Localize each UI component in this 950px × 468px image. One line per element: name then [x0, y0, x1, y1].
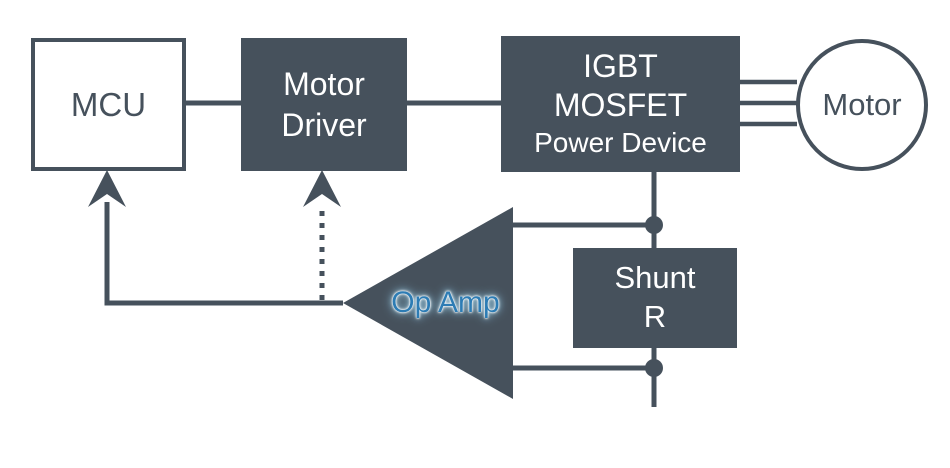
arrowhead-into-driver: [303, 170, 341, 207]
op-amp-label: Op Amp: [391, 286, 500, 319]
arrowhead-into-mcu: [88, 170, 126, 207]
power-device-label-line1: IGBT: [583, 47, 658, 84]
op-amp-triangle: [343, 207, 513, 399]
power-device-block: IGBT MOSFET Power Device: [501, 36, 740, 172]
junction-dot-top: [645, 216, 663, 234]
connector-opamp-to-mcu: [104, 202, 343, 306]
motor-label: Motor: [822, 87, 902, 122]
shunt-label-line1: Shunt: [614, 260, 696, 296]
shunt-label-line2: R: [643, 299, 667, 334]
junction-dot-bottom: [645, 359, 663, 377]
motor-driver-label-line2: Driver: [281, 106, 367, 143]
motor-block: Motor: [796, 39, 928, 171]
motor-driver-label-line1: Motor: [283, 65, 365, 102]
motor-driver-block: Motor Driver: [241, 38, 407, 171]
power-device-label-line3: Power Device: [534, 126, 707, 158]
shunt-resistor-block: Shunt R: [573, 248, 737, 348]
power-device-label-line2: MOSFET: [553, 86, 688, 123]
mcu-label: MCU: [70, 85, 147, 123]
mcu-block: MCU: [31, 38, 186, 171]
